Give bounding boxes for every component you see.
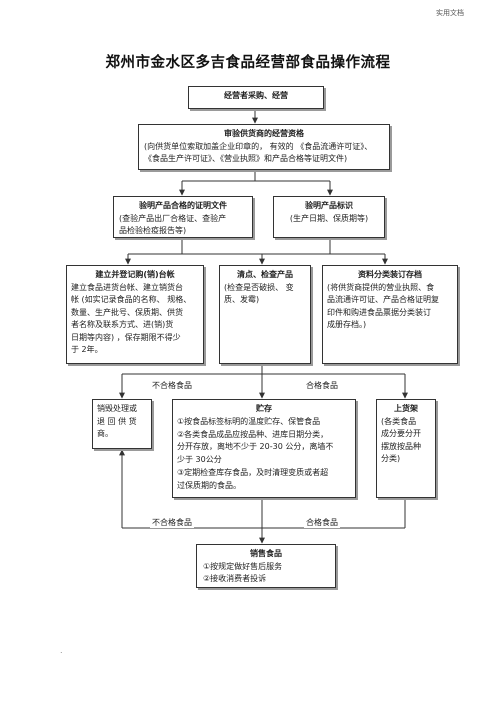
step-storage-line-3: 分开存放，离地不少于 20-30 公分，离墙不: [177, 442, 334, 452]
footer-mark: .: [60, 646, 63, 655]
step-storage: 贮存 ①按食品标签标明的温度贮存、保管食品 ②各类食品成品应按品种、进库日期分类…: [172, 399, 356, 498]
step-inspect-title: 清点、检查产品: [237, 270, 293, 279]
step-dispose: 销毁处理或 退 回 供 货 商。: [92, 399, 152, 449]
step-storage-line-4: 少于 30公分: [177, 455, 222, 465]
step-dispose-line-1: 销毁处理或: [97, 404, 137, 413]
step-sell-line-2: ②接收消费者投诉: [203, 574, 267, 583]
step-archive-line-3: 印件和购进食品票据分类装订: [327, 307, 431, 317]
step-inspect: 清点、检查产品 (检查是否破损、 变 质、发霉): [219, 265, 311, 364]
branch-label-pass-2: 合格食品: [304, 517, 340, 528]
step-storage-line-6: 过保质期的食品。: [177, 480, 241, 490]
step-storage-line-1: ①按食品标签标明的温度贮存、保管食品: [177, 416, 321, 426]
step-sell: 销售食品 ①按规定做好售后服务 ②接收消费者投诉: [196, 544, 336, 588]
step-verify-label-line-1: (生产日期、保质期等): [289, 213, 369, 223]
step-verify-docs-line-1: (查验产品出厂合格证、查验产: [119, 213, 227, 223]
step-ledger-line-3: 数量、生产批号、保质期、供货: [71, 307, 183, 317]
step-sell-line-1: ①按规定做好售后服务: [203, 561, 283, 571]
step-shelf-line-1: (各类食品: [381, 416, 417, 426]
step-shelf: 上货架 (各类食品 成分要分开 摆放按品种 分类): [376, 399, 436, 498]
step-purchase: 经营者采购、经营: [188, 86, 324, 109]
step-verify-supplier: 审验供货商的经营资格 (向供货单位索取加盖企业印章的， 有效的 《食品流通许可证…: [138, 124, 390, 170]
step-archive: 资料分类装订存档 (将供货商提供的营业执照、食 品流通许可证、产品合格证明复 印…: [322, 265, 458, 364]
step-storage-title: 贮存: [256, 404, 272, 413]
step-verify-supplier-line-1: (向供货单位索取加盖企业印章的， 有效的 《食品流通许可证》、: [144, 141, 373, 151]
branch-label-fail-1: 不合格食品: [150, 380, 194, 391]
step-verify-docs-line-2: 品检验检疫报告等): [119, 226, 187, 235]
step-archive-line-2: 品流通许可证、产品合格证明复: [327, 295, 439, 304]
step-dispose-line-2: 退 回 供 货: [97, 416, 137, 426]
step-storage-line-5: ③定期检查库存食品，及时清理变质或者超: [177, 467, 329, 477]
step-dispose-line-3: 商。: [97, 429, 113, 438]
step-archive-title: 资料分类装订存档: [358, 270, 422, 279]
step-ledger-line-2: 帐 (如实记录食品的名称、 规格、: [71, 295, 192, 304]
step-inspect-line-1: (检查是否破损、 变: [224, 282, 294, 292]
step-verify-label: 验明产品标识 (生产日期、保质期等): [273, 196, 385, 238]
step-ledger-line-6: 于 2年。: [71, 345, 103, 354]
step-shelf-line-2: 成分要分开: [381, 429, 421, 438]
step-verify-docs-title: 验明产品合格的证明文件: [139, 201, 227, 210]
step-archive-line-4: 成册存档。): [327, 320, 367, 329]
step-shelf-line-3: 摆放按品种: [381, 441, 421, 451]
step-ledger: 建立并登记购(销)台帐 建立食品进货台帐、建立销货台 帐 (如实记录食品的名称、…: [66, 265, 204, 364]
branch-label-pass-1: 合格食品: [304, 380, 340, 391]
step-shelf-title: 上货架: [394, 404, 418, 413]
step-ledger-line-1: 建立食品进货台帐、建立销货台: [71, 282, 183, 292]
page-title: 郑州市金水区多吉食品经营部食品操作流程: [105, 55, 391, 71]
step-verify-supplier-title: 审验供货商的经营资格: [224, 129, 304, 138]
step-inspect-line-2: 质、发霉): [224, 295, 260, 304]
step-archive-line-1: (将供货商提供的营业执照、食: [327, 282, 435, 292]
step-storage-line-2: ②各类食品成品应按品种、进库日期分类，: [177, 429, 329, 439]
step-ledger-line-4: 者名称及联系方式、进(销)货: [71, 320, 174, 329]
step-ledger-title: 建立并登记购(销)台帐: [95, 270, 175, 279]
step-purchase-title: 经营者采购、经营: [224, 91, 288, 100]
step-sell-title: 销售食品: [250, 549, 282, 558]
header-note: 实用文档: [436, 9, 464, 17]
step-ledger-line-5: 日期等内容) ，保存期限不得少: [71, 332, 181, 342]
step-verify-label-title: 验明产品标识: [305, 201, 353, 210]
branch-label-fail-2: 不合格食品: [150, 517, 194, 528]
step-verify-supplier-line-2: 《食品生产许可证》、《营业执照》和产品合格等证明文件): [144, 154, 348, 163]
step-shelf-line-4: 分类): [381, 454, 401, 463]
step-verify-docs: 验明产品合格的证明文件 (查验产品出厂合格证、查验产 品检验检疫报告等): [113, 196, 253, 238]
